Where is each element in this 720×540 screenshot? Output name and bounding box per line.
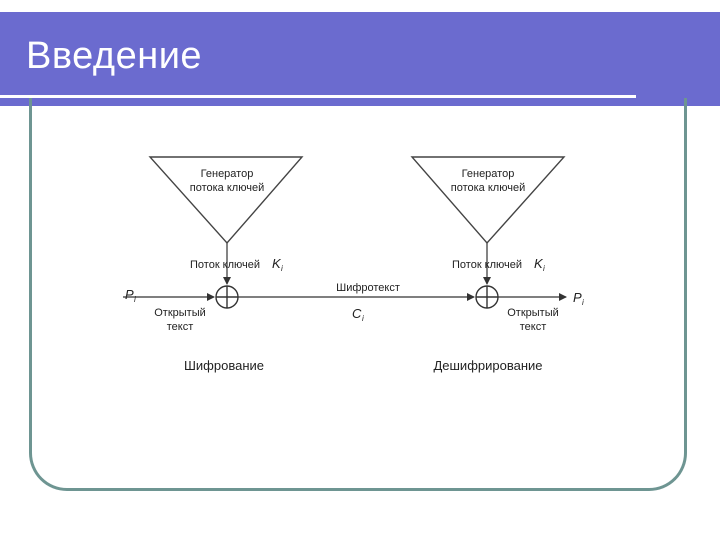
decrypt-caption: Дешифрирование bbox=[433, 358, 542, 373]
cipher-subscript: i bbox=[362, 314, 364, 323]
decrypt-plaintext-label-line2: текст bbox=[520, 321, 547, 333]
decrypt-key-symbol: K bbox=[534, 256, 544, 271]
encrypt-input-symbol: P bbox=[125, 287, 134, 302]
decrypt-xor-icon bbox=[475, 285, 499, 309]
decrypt-keystream-generator-triangle bbox=[410, 156, 566, 245]
encrypt-plaintext-label-line1: Открытый bbox=[154, 307, 206, 319]
decrypt-keystream-label: Поток ключей bbox=[452, 259, 522, 271]
decrypt-generator-label-line2: потока ключей bbox=[451, 182, 525, 194]
slide-title: Введение bbox=[26, 35, 203, 77]
decrypt-output-symbol: P bbox=[573, 290, 582, 305]
encrypt-xor-icon bbox=[215, 285, 239, 309]
ciphertext-label: Шифротекст bbox=[336, 282, 400, 294]
encrypt-plaintext-label-line2: текст bbox=[167, 321, 194, 333]
content-frame bbox=[29, 98, 687, 491]
encrypt-caption: Шифрование bbox=[184, 358, 264, 373]
cipher-symbol: C bbox=[352, 306, 362, 321]
decrypt-generator-label-line1: Генератор bbox=[462, 168, 515, 180]
encrypt-keystream-generator-triangle bbox=[148, 156, 304, 245]
title-bar bbox=[0, 12, 720, 106]
encrypt-keystream-label: Поток ключей bbox=[190, 259, 260, 271]
encrypt-input-subscript: i bbox=[134, 295, 136, 304]
decrypt-plaintext-label-line1: Открытый bbox=[507, 307, 559, 319]
encrypt-generator-label-line2: потока ключей bbox=[190, 182, 264, 194]
title-underline bbox=[0, 95, 636, 98]
encrypt-key-subscript: i bbox=[281, 264, 283, 273]
encrypt-key-symbol: K bbox=[272, 256, 282, 271]
encrypt-generator-label-line1: Генератор bbox=[201, 168, 254, 180]
decrypt-key-subscript: i bbox=[543, 264, 545, 273]
decrypt-output-subscript: i bbox=[582, 298, 584, 307]
